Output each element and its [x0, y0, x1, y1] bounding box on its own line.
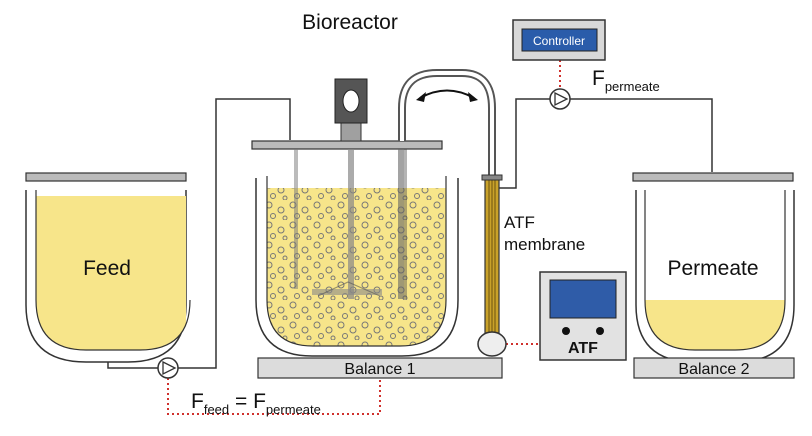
permeate-pump-to-vessel-pipe — [570, 98, 713, 172]
atf-membrane-label-line2: membrane — [504, 235, 585, 254]
balance-1-label: Balance 1 — [344, 361, 415, 378]
balance-1 — [257, 357, 503, 379]
stirrer-motor — [334, 78, 368, 142]
permeate-flow-label: Fpermeate — [592, 67, 660, 94]
balance-2-label: Balance 2 — [678, 361, 749, 378]
feed-to-bioreactor-pipe — [178, 98, 291, 369]
atf-membrane-label-line1: ATF — [504, 213, 535, 232]
feed-vessel — [25, 172, 191, 363]
bioreactor-vessel — [251, 78, 459, 357]
permeate-vessel — [632, 172, 795, 363]
balance-2 — [633, 357, 795, 379]
controller-label: Controller — [533, 34, 585, 48]
controller-unit: Controller — [512, 19, 606, 61]
stirrer — [312, 149, 382, 299]
diagram-title: Bioreactor — [302, 11, 398, 34]
atf-membrane-column — [477, 174, 507, 357]
flow-balance-equation: Ffeed = Fpermeate — [191, 390, 321, 417]
pipes — [107, 98, 713, 369]
atf-loop-tube — [398, 69, 496, 180]
atf-pump-head — [477, 331, 507, 357]
feed-label: Feed — [83, 257, 131, 280]
atf-control-unit: ATF — [539, 271, 627, 361]
permeate-pump-icon — [549, 88, 571, 110]
signal-lines — [167, 60, 561, 415]
membrane-to-permeate-pump-pipe — [498, 98, 550, 189]
atf-unit-label: ATF — [568, 340, 598, 357]
permeate-label: Permeate — [667, 257, 758, 280]
feed-pump-icon — [157, 357, 179, 379]
feed-permeate-link-line — [167, 378, 381, 415]
